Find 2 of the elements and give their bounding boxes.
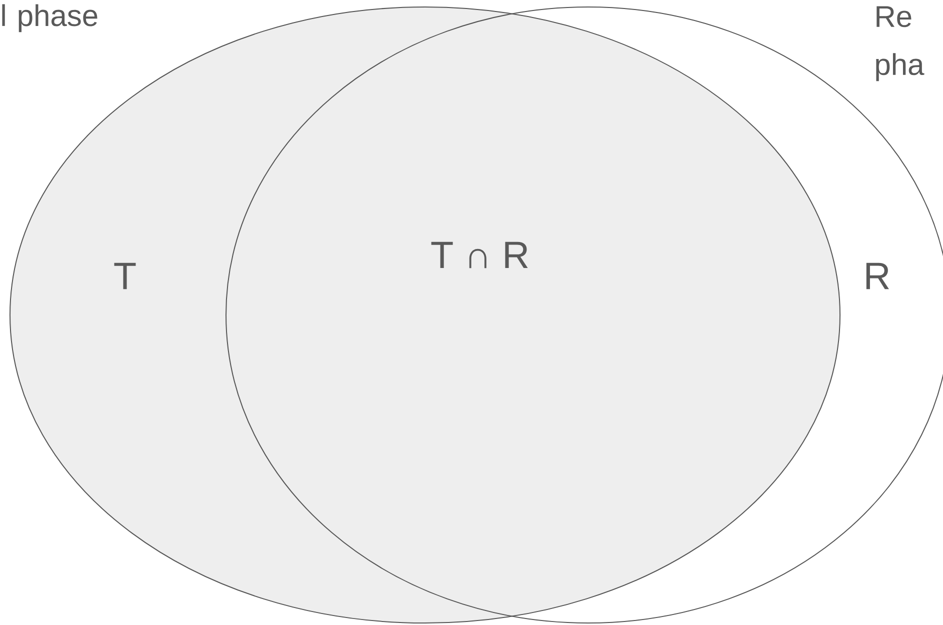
set-title: Re pha: [876, 6, 924, 82]
region-label: T ∩ R: [431, 242, 528, 268]
